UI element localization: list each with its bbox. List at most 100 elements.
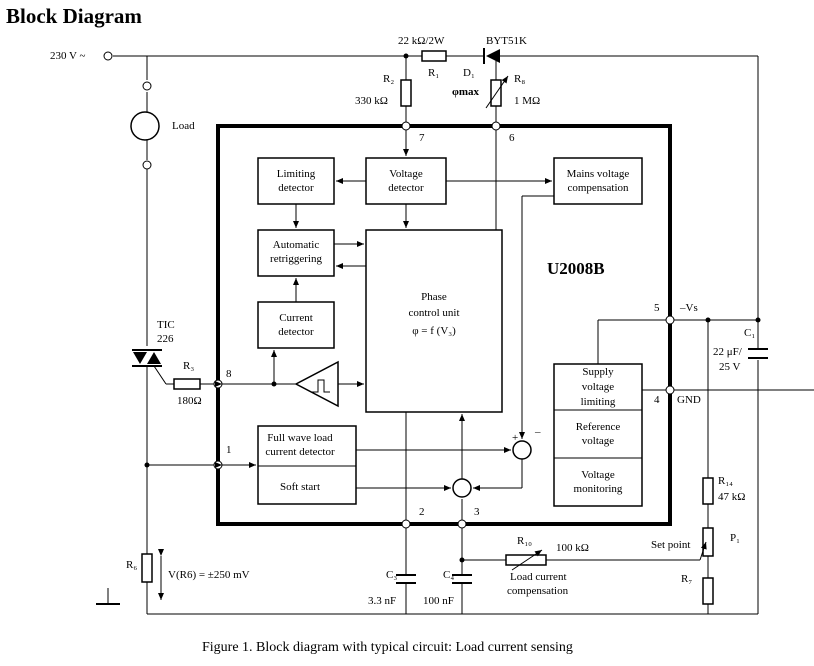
r3-value: 180Ω — [177, 395, 202, 407]
svg-text:Voltage: Voltage — [581, 469, 615, 481]
r8-label: R₈ — [514, 73, 525, 85]
pin-1-label: 1 — [226, 444, 232, 456]
pin-vs-label: –Vs — [679, 302, 698, 314]
pin-6 — [491, 121, 501, 131]
pin-3 — [457, 519, 467, 529]
phi-max-label: φmax — [452, 86, 480, 98]
minus-sign: – — [534, 426, 541, 438]
diode-d1 — [483, 48, 500, 64]
pin-2-label: 2 — [419, 506, 425, 518]
svg-text:Automatic: Automatic — [273, 239, 320, 251]
r2-label: R₂ — [383, 73, 394, 85]
svg-text:Reference: Reference — [576, 421, 621, 433]
supply-label: 230 V ~ — [50, 50, 86, 62]
svg-text:φ = f (V₃): φ = f (V₃) — [412, 325, 456, 337]
r6-voltage-label: V(R6) = ±250 mV — [168, 569, 250, 581]
svg-text:Limiting: Limiting — [277, 168, 316, 180]
svg-text:detector: detector — [278, 182, 314, 194]
page-title: Block Diagram — [6, 4, 142, 28]
pin-7 — [401, 121, 411, 131]
c1-value1: 22 μF/ — [713, 346, 743, 358]
resistor-r6 — [141, 553, 153, 583]
r10-compensation-line2: compensation — [507, 585, 569, 597]
resistor-r14 — [702, 477, 714, 505]
r8-value: 1 MΩ — [514, 95, 540, 107]
pin-2 — [401, 519, 411, 529]
supply-terminal — [103, 51, 113, 61]
c4-label: C₄ — [443, 569, 454, 581]
r10-label: R₁₀ — [517, 535, 532, 547]
svg-text:retriggering: retriggering — [270, 253, 322, 265]
potentiometer-r10 — [505, 554, 547, 566]
summing-node-lower — [452, 478, 472, 498]
r6-label: R₆ — [126, 559, 137, 571]
load-label: Load — [172, 120, 195, 132]
c3-value: 3.3 nF — [368, 595, 396, 607]
block-mains-compensation — [553, 157, 643, 205]
r10-compensation-line1: Load current — [510, 571, 567, 583]
d1-label: D₁ — [463, 67, 475, 79]
r2-value: 330 kΩ — [355, 95, 388, 107]
svg-text:control unit: control unit — [408, 307, 459, 319]
svg-text:Supply: Supply — [582, 366, 614, 378]
pin-3-label: 3 — [474, 506, 480, 518]
block-voltage-detector — [365, 157, 447, 205]
svg-text:detector: detector — [278, 326, 314, 338]
r7-label: R₇ — [681, 573, 692, 585]
resistor-r7 — [702, 577, 714, 605]
plus-sign: + — [512, 432, 518, 444]
block-phase-control-unit — [365, 229, 503, 413]
block-automatic-retriggering — [257, 229, 335, 277]
pin-4-label: 4 — [654, 394, 660, 406]
block-supply-stack — [553, 363, 643, 507]
ic-outline — [216, 124, 672, 526]
svg-text:Full wave load: Full wave load — [267, 432, 333, 444]
pin-1 — [213, 460, 223, 470]
r14-value: 47 kΩ — [718, 491, 745, 503]
pin-gnd-label: GND — [677, 394, 701, 406]
load-motor-icon — [130, 111, 160, 141]
setpoint-label: Set point — [651, 539, 690, 551]
resistor-r1 — [421, 50, 447, 62]
capacitor-c4 — [452, 574, 472, 584]
pin-4 — [665, 385, 675, 395]
svg-text:Soft start: Soft start — [280, 481, 320, 493]
r14-label: R₁₄ — [718, 475, 733, 487]
c4-value: 100 nF — [423, 595, 454, 607]
triac-line2: 226 — [157, 333, 174, 345]
resistor-r2 — [400, 79, 412, 107]
ground-icon — [96, 588, 120, 605]
svg-text:current detector: current detector — [265, 446, 335, 458]
r10-value: 100 kΩ — [556, 542, 589, 554]
svg-text:limiting: limiting — [581, 396, 616, 408]
capacitor-c3 — [396, 574, 416, 584]
capacitor-c1 — [748, 348, 768, 359]
svg-text:voltage: voltage — [582, 435, 614, 447]
svg-text:monitoring: monitoring — [574, 483, 623, 495]
svg-text:Phase: Phase — [421, 291, 447, 303]
block-limiting-detector — [257, 157, 335, 205]
chip-name: U2008B — [547, 259, 605, 278]
potentiometer-p1 — [702, 527, 714, 557]
svg-text:Current: Current — [279, 312, 313, 324]
svg-text:compensation: compensation — [567, 182, 629, 194]
pin-5-label: 5 — [654, 302, 660, 314]
r1-value: 22 kΩ/2W — [398, 35, 445, 47]
resistor-r3 — [173, 378, 201, 390]
c1-value2: 25 V — [719, 361, 741, 373]
p1-label: P₁ — [730, 532, 740, 544]
d1-part: BYT51K — [486, 35, 527, 47]
c1-label: C₁ — [744, 327, 755, 339]
figure-caption: Figure 1. Block diagram with typical cir… — [202, 640, 573, 655]
triac-line1: TIC — [157, 319, 175, 331]
triac-icon — [132, 349, 167, 385]
svg-text:Voltage: Voltage — [389, 168, 423, 180]
pin-6-label: 6 — [509, 132, 515, 144]
svg-text:detector: detector — [388, 182, 424, 194]
supply-rail — [113, 55, 759, 614]
svg-text:Mains voltage: Mains voltage — [567, 168, 630, 180]
svg-text:voltage: voltage — [582, 381, 614, 393]
block-current-detector — [257, 301, 335, 349]
pin-8 — [213, 379, 223, 389]
